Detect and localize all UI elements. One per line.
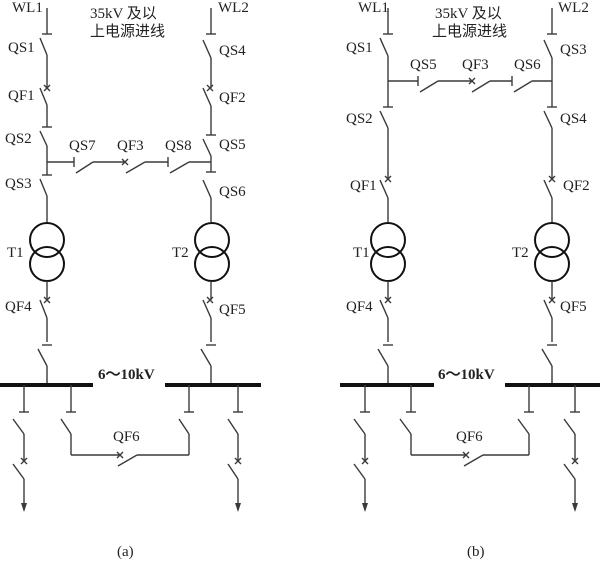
panel-b-outgoing-left (353, 385, 370, 512)
transformer-t1-b (370, 222, 406, 282)
breaker-qf6-b: QF6 (456, 429, 529, 467)
panel-a-outgoing-right (227, 385, 243, 512)
label-qf6-a: QF6 (113, 429, 140, 445)
label-qf5-b: QF5 (560, 299, 587, 315)
transformer-t2 (194, 222, 230, 282)
label-wl2-b: WL2 (558, 0, 589, 16)
label-qf4: QF4 (5, 299, 32, 315)
panel-a-outgoing-left (12, 385, 29, 512)
panel-b-right-feeder: WL2 QS3 QS4 QF2 T2 QF5 (512, 0, 590, 385)
label-qf6-b: QF6 (456, 429, 483, 445)
panel-a-title-line2: 上电源进线 (90, 23, 165, 40)
label-t2: T2 (172, 245, 189, 261)
switch-qs5 (202, 138, 212, 157)
breaker-qf4 (39, 296, 51, 319)
switch-qs6 (202, 179, 212, 199)
panel-b-title-line2: 上电源进线 (432, 23, 507, 40)
label-qs3-b: QS3 (560, 42, 587, 58)
label-qf2: QF2 (219, 90, 246, 106)
label-qs5-b: QS5 (410, 57, 437, 73)
caption-a: (a) (117, 544, 134, 560)
label-qs1-b: QS1 (346, 40, 373, 56)
label-qs6: QS6 (219, 184, 246, 200)
label-qs8: QS8 (165, 138, 192, 154)
label-qs2: QS2 (5, 131, 32, 147)
panel-a-right-feeder: WL2 QS4 QF2 QS5 QS6 (172, 0, 249, 385)
label-qs6-b: QS6 (514, 57, 541, 73)
label-qf1-b: QF1 (350, 178, 377, 194)
transformer-t1 (29, 222, 65, 282)
panel-a-outgoing-tie-left (60, 385, 120, 456)
panel-a-outgoing-tie-right (178, 385, 194, 455)
breaker-qf5 (202, 296, 214, 319)
arrow-down-icon (572, 503, 578, 512)
switch-qs4 (202, 39, 212, 59)
panel-b-outgoing-right (563, 385, 580, 512)
caption-b: (b) (467, 544, 485, 560)
transformer-t2-b (534, 222, 570, 282)
panel-a-bridge: QS7 QF3 QS8 (47, 138, 211, 174)
panel-b-outgoing-tie-right (517, 385, 534, 455)
arrow-down-icon (235, 503, 241, 512)
label-qf3: QF3 (117, 138, 144, 154)
panel-b-title-line1: 35kV 及以 (435, 6, 502, 22)
panel-b-outgoing-tie-left (399, 385, 466, 456)
switch-qs2 (39, 130, 48, 147)
label-wl2: WL2 (218, 0, 249, 16)
panel-a-left-feeder: WL1 QS1 QF1 QS2 QS3 (5, 0, 65, 385)
arrow-down-icon (21, 503, 27, 512)
panel-a: 35kV 及以 上电源进线 WL1 QS1 QF1 QS2 (0, 0, 261, 560)
label-qf3-b: QF3 (462, 57, 489, 73)
label-qf2-b: QF2 (563, 178, 590, 194)
label-qs4: QS4 (219, 43, 246, 59)
arrow-down-icon (362, 503, 368, 512)
label-qf1: QF1 (8, 88, 35, 104)
label-wl1-b: WL1 (358, 0, 389, 16)
switch-qs3 (39, 178, 48, 197)
label-t1-b: T1 (353, 245, 370, 261)
label-qs5: QS5 (219, 137, 246, 153)
label-qf4-b: QF4 (346, 299, 373, 315)
panel-a-title-line1: 35kV 及以 (90, 6, 157, 22)
panel-b: 35kV 及以 上电源进线 WL1 QS1 QS2 QF1 T1 (340, 0, 600, 560)
label-qs7: QS7 (69, 138, 96, 154)
label-bus-voltage-b: 6～10kV (438, 367, 495, 383)
breaker-qf1 (39, 84, 51, 106)
label-qf5: QF5 (219, 302, 246, 318)
label-t2-b: T2 (512, 245, 529, 261)
label-qs1: QS1 (8, 40, 35, 56)
label-qs3: QS3 (5, 176, 32, 192)
switch-qs1 (39, 37, 48, 56)
label-t1: T1 (7, 245, 24, 261)
label-qs2-b: QS2 (346, 111, 373, 127)
breaker-qf2 (202, 84, 214, 107)
breaker-qf6-a: QF6 (113, 429, 189, 467)
panel-b-left-feeder: WL1 QS1 QS2 QF1 T1 QF4 (346, 0, 406, 385)
label-wl1: WL1 (12, 0, 43, 16)
label-qs4-b: QS4 (560, 111, 587, 127)
label-bus-voltage-a: 6～10kV (98, 367, 155, 383)
panel-b-bridge: QS5 QF3 QS6 (388, 57, 552, 93)
